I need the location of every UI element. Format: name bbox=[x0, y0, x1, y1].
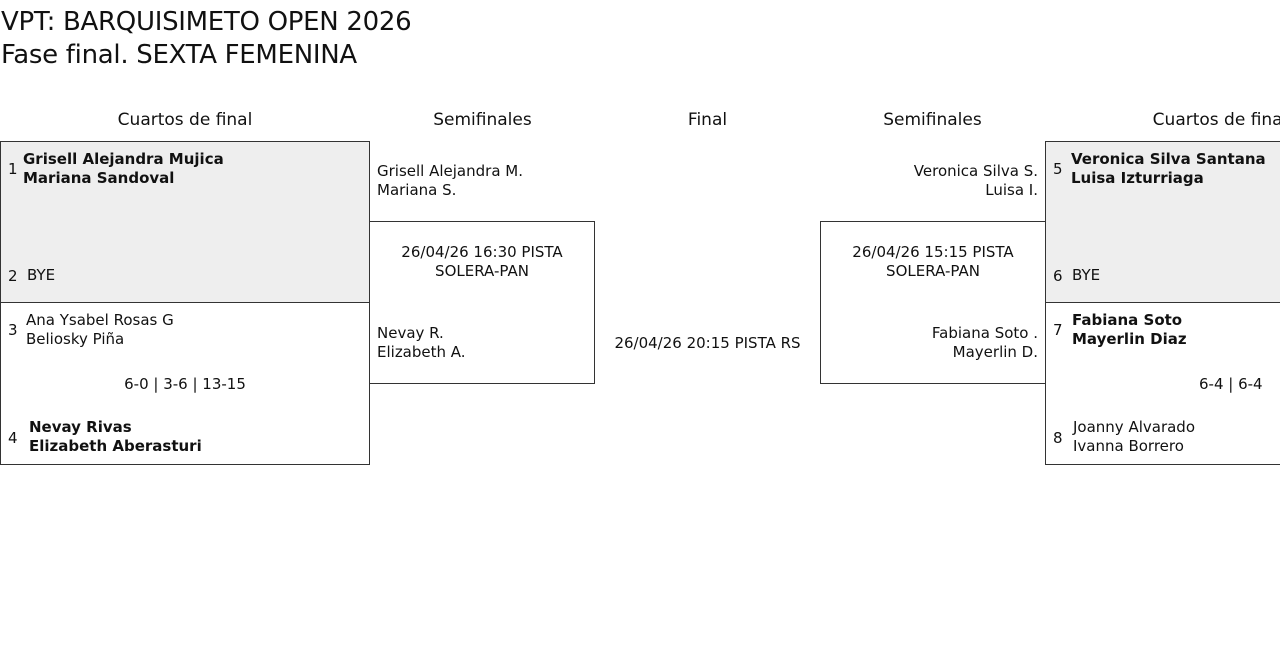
match-qf-right-2[interactable]: 7 Fabiana Soto Mayerlin Diaz 6-4 | 6-4 8… bbox=[1045, 302, 1280, 465]
sf-left-top-team: Grisell Alejandra M. Mariana S. bbox=[377, 162, 523, 200]
seed-number: 7 bbox=[1053, 321, 1063, 339]
page-subtitle: Fase final. SEXTA FEMENINA bbox=[1, 40, 357, 70]
seed-number: 4 bbox=[8, 429, 18, 447]
player-name: Grisell Alejandra M. bbox=[377, 162, 523, 180]
final-schedule: 26/04/26 20:15 PISTA RS bbox=[614, 334, 801, 352]
player-name: Fabiana Soto . bbox=[931, 324, 1038, 342]
page-title: VPT: BARQUISIMETO OPEN 2026 bbox=[1, 7, 412, 37]
match-sf-left[interactable]: 26/04/26 16:30 PISTA SOLERA-PAN Nevay R.… bbox=[369, 221, 595, 384]
team-entry: Grisell Alejandra Mujica Mariana Sandova… bbox=[23, 150, 224, 188]
match-schedule: 26/04/26 15:15 PISTA SOLERA-PAN bbox=[852, 243, 1014, 280]
player-name: Mariana S. bbox=[377, 181, 457, 199]
bye-entry: BYE bbox=[27, 266, 56, 284]
player-name: Mayerlin D. bbox=[952, 343, 1038, 361]
match-qf-right-1[interactable]: 5 Veronica Silva Santana Luisa Izturriag… bbox=[1045, 141, 1280, 303]
player-name: Nevay R. bbox=[377, 324, 444, 342]
player-name: Elizabeth A. bbox=[377, 343, 466, 361]
header-semifinals-right: Semifinales bbox=[883, 110, 982, 130]
player-name: Ana Ysabel Rosas G bbox=[26, 311, 174, 329]
header-semifinals-left: Semifinales bbox=[433, 110, 532, 130]
player-name: Luisa Izturriaga bbox=[1071, 169, 1204, 187]
player-name: Nevay Rivas bbox=[29, 418, 132, 436]
header-quarterfinals-right: Cuartos de final bbox=[1152, 110, 1280, 130]
bye-entry: BYE bbox=[1072, 266, 1101, 284]
player-name: Joanny Alvarado bbox=[1073, 418, 1196, 436]
seed-number: 3 bbox=[8, 321, 18, 339]
player-name: Grisell Alejandra Mujica bbox=[23, 150, 224, 168]
player-name: Beliosky Piña bbox=[26, 330, 125, 348]
player-name: Fabiana Soto bbox=[1072, 311, 1183, 329]
header-final: Final bbox=[687, 110, 728, 130]
team-entry: Ana Ysabel Rosas G Beliosky Piña bbox=[26, 311, 174, 349]
match-sf-right[interactable]: 26/04/26 15:15 PISTA SOLERA-PAN Fabiana … bbox=[820, 221, 1046, 384]
team-entry: Fabiana Soto Mayerlin Diaz bbox=[1072, 311, 1187, 349]
match-score: 6-0 | 3-6 | 13-15 bbox=[124, 375, 246, 393]
player-name: Ivanna Borrero bbox=[1073, 437, 1184, 455]
seed-number: 2 bbox=[8, 267, 18, 285]
player-name: Veronica Silva Santana bbox=[1071, 150, 1266, 168]
player-name: Luisa I. bbox=[985, 181, 1038, 199]
seed-number: 8 bbox=[1053, 429, 1063, 447]
player-name: Mariana Sandoval bbox=[23, 169, 175, 187]
player-name: Elizabeth Aberasturi bbox=[29, 437, 202, 455]
match-score: 6-4 | 6-4 bbox=[1199, 375, 1263, 393]
team-entry: Nevay Rivas Elizabeth Aberasturi bbox=[29, 418, 202, 456]
match-qf-left-2[interactable]: 3 Ana Ysabel Rosas G Beliosky Piña 6-0 |… bbox=[0, 302, 370, 465]
player-name: Veronica Silva S. bbox=[913, 162, 1038, 180]
team-entry: Veronica Silva Santana Luisa Izturriaga bbox=[1071, 150, 1266, 188]
sf-left-bottom-team: Nevay R. Elizabeth A. bbox=[377, 324, 466, 362]
team-entry: Joanny Alvarado Ivanna Borrero bbox=[1073, 418, 1195, 456]
match-qf-left-1[interactable]: 1 Grisell Alejandra Mujica Mariana Sando… bbox=[0, 141, 370, 303]
header-quarterfinals-left: Cuartos de final bbox=[117, 110, 253, 130]
seed-number: 1 bbox=[8, 160, 18, 178]
seed-number: 5 bbox=[1053, 160, 1063, 178]
seed-number: 6 bbox=[1053, 267, 1063, 285]
player-name: Mayerlin Diaz bbox=[1072, 330, 1187, 348]
sf-right-bottom-team: Fabiana Soto . Mayerlin D. bbox=[821, 324, 1038, 362]
match-schedule: 26/04/26 16:30 PISTA SOLERA-PAN bbox=[401, 243, 563, 280]
sf-right-top-team: Veronica Silva S. Luisa I. bbox=[820, 162, 1038, 200]
